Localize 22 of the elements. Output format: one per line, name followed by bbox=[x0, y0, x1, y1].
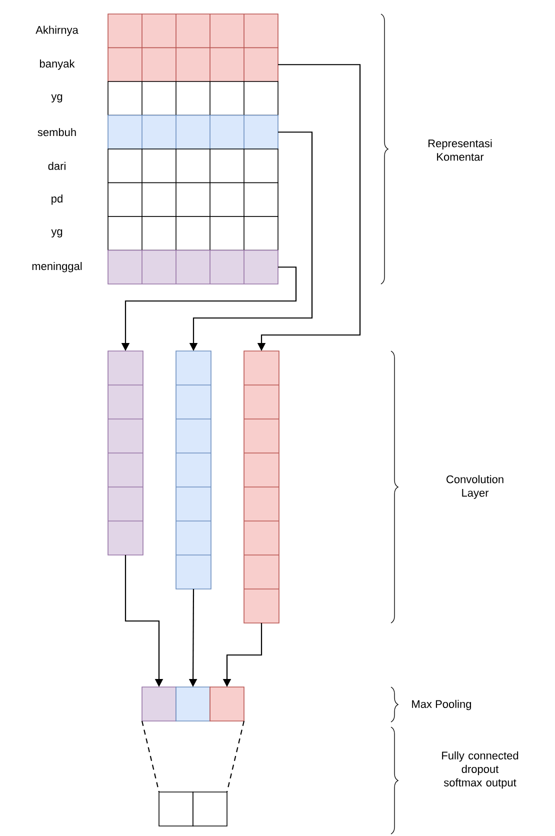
pooling-cell bbox=[142, 686, 176, 722]
word-label: meninggal bbox=[32, 262, 82, 272]
word-label: dari bbox=[48, 162, 66, 170]
word-label: yg bbox=[51, 94, 62, 102]
output-cell bbox=[192, 792, 228, 826]
feature-column bbox=[108, 350, 144, 556]
dashed-connector bbox=[141, 720, 160, 792]
word-label: pd bbox=[52, 194, 62, 205]
feature-column bbox=[244, 350, 280, 624]
pooling-cell bbox=[176, 686, 210, 722]
dashed-connector bbox=[226, 720, 245, 792]
word-label: banyak bbox=[40, 60, 75, 70]
output-cell bbox=[158, 792, 194, 826]
layer-label: Max Pooling bbox=[412, 700, 471, 710]
feature-column bbox=[176, 350, 212, 590]
layer-label: Representasi Komentar bbox=[428, 139, 492, 161]
word-label: Akhirnya bbox=[36, 26, 78, 36]
layer-label: Fully connected dropout softmax output bbox=[442, 751, 518, 789]
word-label: sembuh bbox=[38, 128, 76, 136]
pooling-cell bbox=[210, 686, 244, 722]
layer-label: Convolution Layer bbox=[446, 475, 504, 499]
word-label: yg bbox=[51, 229, 62, 238]
